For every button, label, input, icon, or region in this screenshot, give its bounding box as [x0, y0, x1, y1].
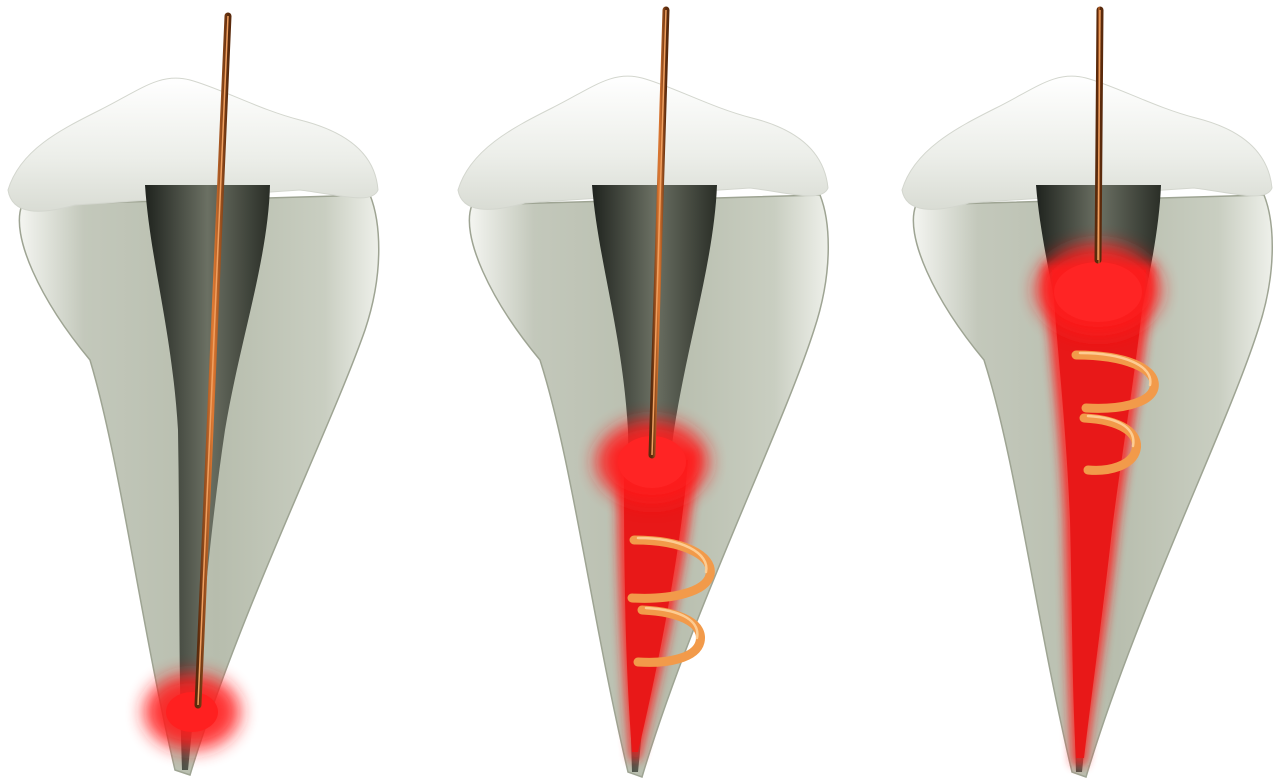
tooth-3: [902, 10, 1272, 777]
tooth-1: [8, 16, 379, 775]
tooth-2: [458, 10, 828, 777]
